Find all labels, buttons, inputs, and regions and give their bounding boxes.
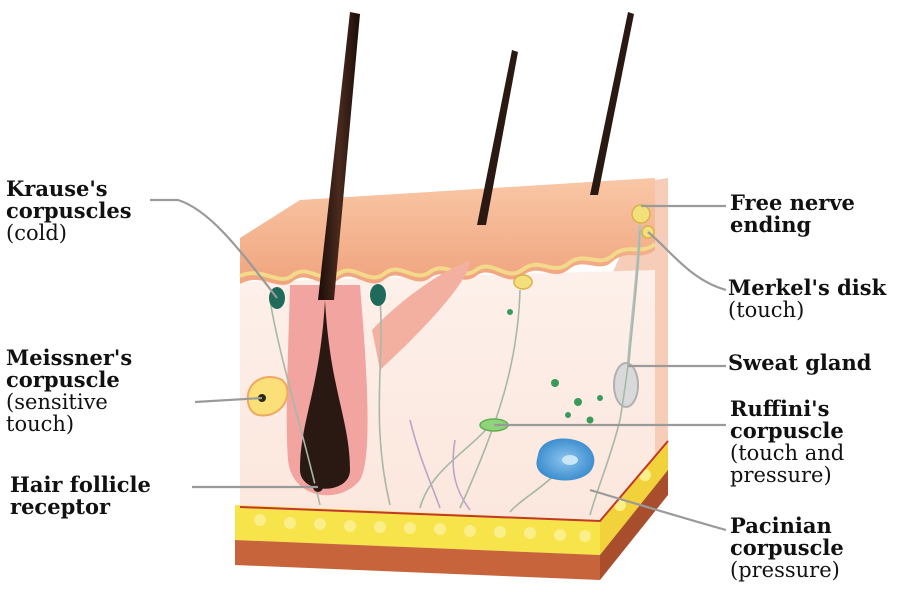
meissner-function-line1: (sensitive (6, 391, 132, 413)
pacinian-name-line2: corpuscle (730, 537, 844, 559)
label-sweat-gland: Sweat gland (728, 352, 871, 374)
krause-function: (cold) (6, 222, 132, 244)
free-nerve-ending (632, 205, 650, 223)
merkel-disk (514, 275, 532, 289)
label-pacinian: Pacinian corpuscle (pressure) (730, 515, 844, 581)
krause-corpuscle-right (370, 284, 386, 306)
pacinian-core (562, 455, 578, 465)
ruffini-name-line2: corpuscle (730, 420, 844, 442)
label-meissner: Meissner's corpuscle (sensitive touch) (6, 347, 132, 435)
free-nerve-name-line1: Free nerve (730, 192, 855, 214)
label-krause: Krause's corpuscles (cold) (6, 178, 132, 244)
merkel-function: (touch) (728, 299, 886, 321)
krause-name-line2: corpuscles (6, 200, 132, 222)
free-nerve-name-line2: ending (730, 214, 855, 236)
sweat-gland-name: Sweat gland (728, 352, 871, 374)
ruffini-function-line2: pressure) (730, 464, 844, 486)
ruffini-function-line1: (touch and (730, 442, 844, 464)
pacinian-name-line1: Pacinian (730, 515, 844, 537)
hair-shaft-3 (590, 12, 634, 195)
krause-name-line1: Krause's (6, 178, 132, 200)
pacinian-function: (pressure) (730, 559, 844, 581)
label-hair-follicle: Hair follicle receptor (10, 474, 151, 518)
hair-follicle-name-line2: receptor (10, 496, 151, 518)
meissner-name-line2: corpuscle (6, 369, 132, 391)
ruffini-name-line1: Ruffini's (730, 398, 844, 420)
label-merkel: Merkel's disk (touch) (728, 277, 886, 321)
hair-follicle-name-line1: Hair follicle (10, 474, 151, 496)
label-ruffini: Ruffini's corpuscle (touch and pressure) (730, 398, 844, 486)
merkel-name: Merkel's disk (728, 277, 886, 299)
meissner-name-line1: Meissner's (6, 347, 132, 369)
label-free-nerve: Free nerve ending (730, 192, 855, 236)
meissner-function-line2: touch) (6, 413, 132, 435)
